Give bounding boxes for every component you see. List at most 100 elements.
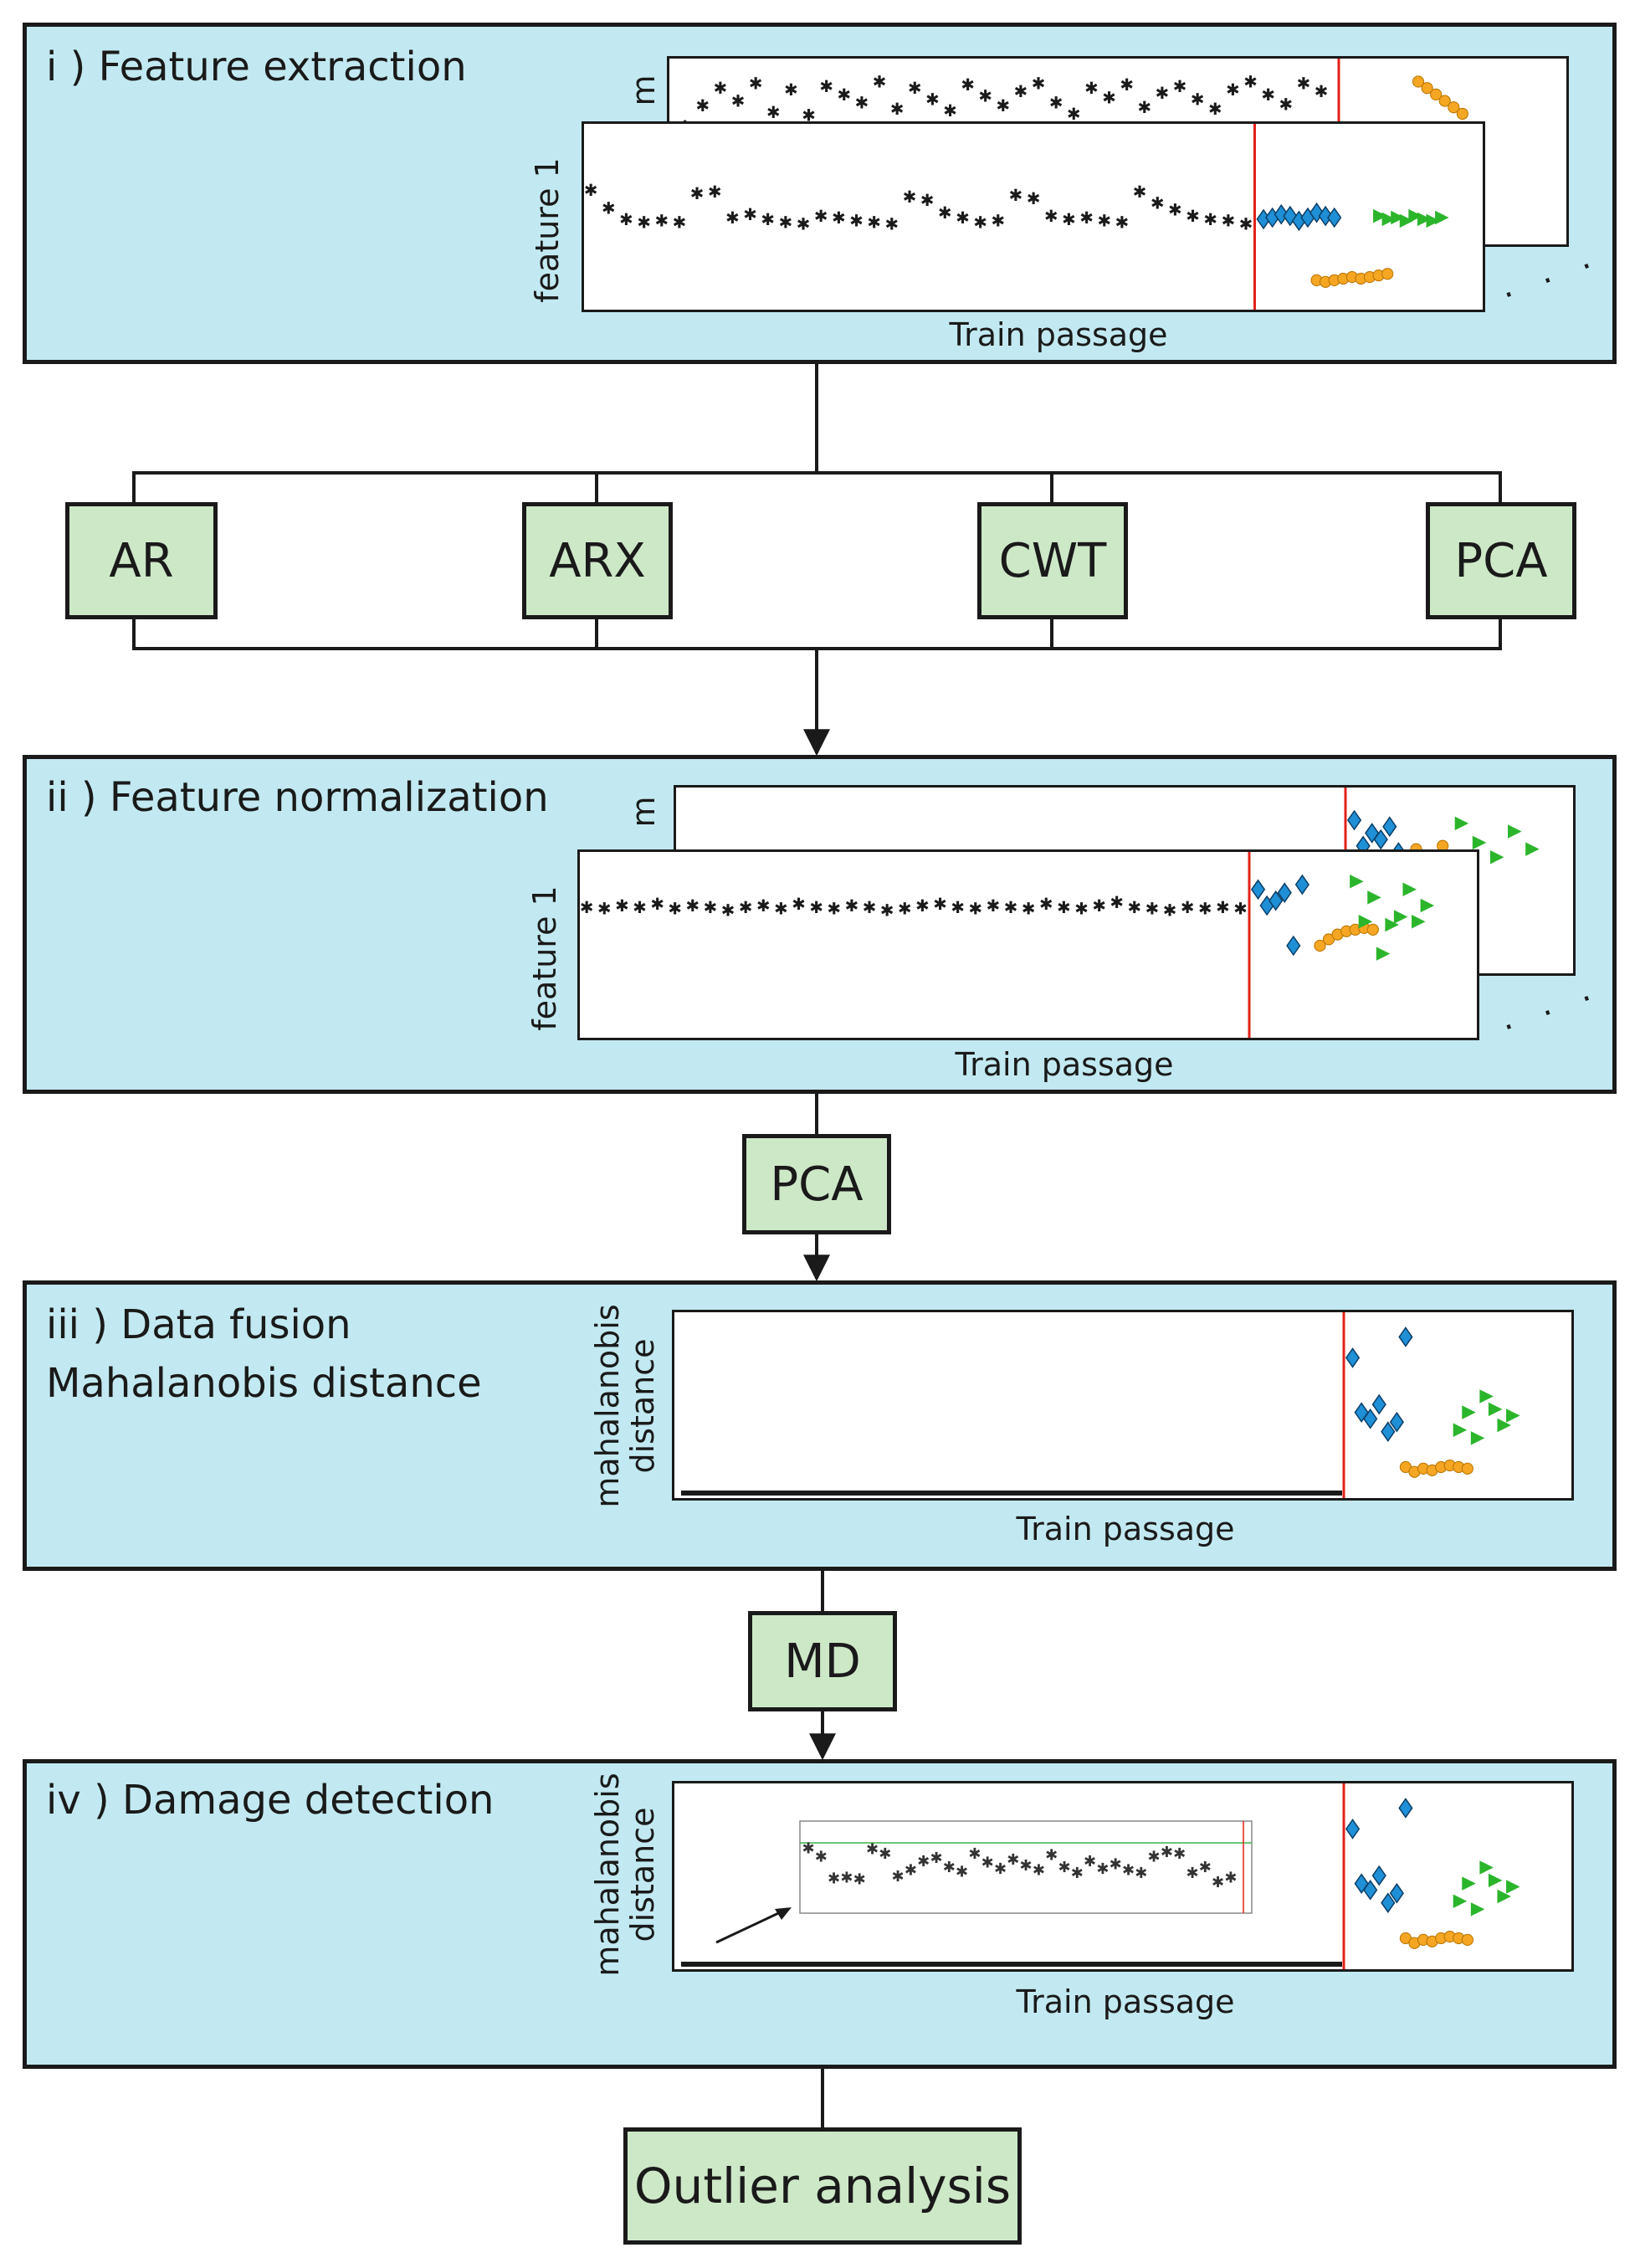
star-point: ✱	[602, 198, 616, 218]
triangle-point	[1417, 212, 1432, 227]
star-point: ✱	[673, 213, 687, 233]
star-point: ✱	[739, 898, 753, 917]
inset-star-point: ✱	[917, 1853, 930, 1870]
star-point: ✱	[961, 75, 975, 95]
star-point: ✱	[814, 207, 828, 226]
star-point: ✱	[1102, 89, 1116, 108]
axis-label-line: distance	[624, 1807, 661, 1942]
axis-label-train-passage: Train passage	[1016, 1511, 1235, 1547]
star-point: ✱	[1163, 901, 1177, 921]
chart-0: ✱✱✱✱✱✱✱✱✱✱✱✱✱✱✱✱✱✱✱✱✱✱✱✱✱✱✱✱✱✱✱✱✱✱✱✱✱✱	[584, 124, 1449, 310]
star-point: ✱	[986, 896, 1000, 916]
inset-star-point: ✱	[968, 1845, 981, 1863]
chart-2: ✱✱✱✱✱✱✱✱✱✱✱✱✱✱✱✱✱✱✱✱✱✱✱✱✱✱✱✱✱✱✱✱✱✱✱✱✱✱	[580, 852, 1435, 1038]
triangle-point	[1453, 1894, 1468, 1909]
triangle-point	[1489, 849, 1504, 865]
star-point: ✱	[1233, 900, 1248, 919]
star-point: ✱	[1221, 212, 1235, 231]
circle-point	[1456, 107, 1468, 121]
step-label: MD	[784, 1634, 861, 1689]
star-point: ✱	[1173, 77, 1187, 96]
star-point: ✱	[633, 898, 647, 917]
method-box-ar: AR	[65, 502, 218, 619]
panel-title: iv ) Damage detection	[46, 1777, 495, 1824]
panel-title: iii ) Data fusion	[46, 1301, 351, 1348]
axis-label-line: distance	[624, 1338, 661, 1474]
method-label: AR	[109, 533, 174, 588]
inset-star-point: ✱	[815, 1848, 828, 1865]
axis-label-train-passage: Train passage	[955, 1046, 1174, 1083]
triangle-point	[1462, 1876, 1476, 1891]
chart-4	[681, 1312, 1520, 1498]
star-point: ✱	[1168, 200, 1182, 219]
axis-label-m: m	[625, 74, 663, 106]
step-box-pca: PCA	[742, 1134, 891, 1234]
star-point: ✱	[1296, 74, 1310, 93]
star-point: ✱	[1216, 898, 1230, 917]
star-point: ✱	[1156, 84, 1170, 103]
triangle-point	[1488, 1402, 1503, 1417]
circle-point	[1366, 923, 1379, 936]
diamond-point	[1398, 1326, 1413, 1347]
star-point: ✱	[1115, 213, 1130, 233]
inset-star-point: ✱	[840, 1870, 853, 1887]
star-point: ✱	[584, 181, 597, 200]
diamond-point	[1381, 1892, 1396, 1914]
star-point: ✱	[1208, 100, 1222, 119]
triangle-point	[1373, 208, 1387, 223]
star-point: ✱	[1181, 898, 1195, 917]
star-point: ✱	[708, 182, 722, 202]
star-point: ✱	[731, 91, 746, 110]
star-point: ✱	[1009, 186, 1023, 205]
triangle-point	[1391, 210, 1405, 225]
triangle-point	[1381, 212, 1397, 227]
triangle-point	[1488, 1873, 1503, 1888]
star-point: ✱	[933, 895, 947, 914]
diamond-point	[1371, 1865, 1386, 1886]
star-point: ✱	[1243, 72, 1258, 91]
diamond-point	[1371, 1393, 1386, 1415]
triangle-point	[1479, 1860, 1494, 1875]
triangle-point	[1435, 210, 1449, 225]
inset-star-point: ✱	[1135, 1865, 1147, 1882]
star-point: ✱	[867, 213, 881, 233]
star-point: ✱	[1279, 95, 1293, 114]
star-point: ✱	[778, 213, 792, 233]
star-point: ✱	[1315, 82, 1329, 101]
diamond-point	[1382, 816, 1397, 838]
inset-star-point: ✱	[1186, 1865, 1198, 1882]
star-point: ✱	[938, 203, 952, 223]
diamond-point	[1283, 205, 1298, 227]
triangle-point	[1402, 882, 1417, 897]
circle-point	[1412, 75, 1425, 88]
star-point: ✱	[1261, 85, 1275, 105]
diamond-point	[1381, 1421, 1396, 1443]
star-point: ✱	[884, 215, 899, 234]
axis-label-feature-1: feature 1	[529, 157, 566, 303]
star-point: ✱	[849, 212, 864, 231]
inset-star-point: ✱	[1071, 1865, 1084, 1882]
plot-feature-1: ✱✱✱✱✱✱✱✱✱✱✱✱✱✱✱✱✱✱✱✱✱✱✱✱✱✱✱✱✱✱✱✱✱✱✱✱✱✱	[582, 121, 1485, 312]
star-point: ✱	[1067, 105, 1081, 124]
star-point: ✱	[721, 901, 735, 921]
star-point: ✱	[1062, 210, 1076, 229]
star-point: ✱	[903, 187, 917, 207]
step-label: PCA	[770, 1157, 864, 1212]
inset-star-point: ✱	[802, 1840, 814, 1858]
circle-point	[1430, 88, 1443, 100]
star-point: ✱	[1097, 212, 1111, 231]
star-point: ✱	[792, 895, 806, 914]
star-point: ✱	[1239, 215, 1253, 234]
star-point: ✱	[1198, 900, 1212, 919]
star-point: ✱	[690, 184, 705, 203]
star-point: ✱	[1032, 74, 1046, 93]
inset-star-point: ✱	[905, 1862, 917, 1880]
triangle-point	[1497, 1889, 1511, 1904]
star-point: ✱	[695, 96, 710, 115]
axis-label-mahalanobis: mahalanobis distance	[589, 1773, 661, 1976]
triangle-point	[1350, 874, 1364, 889]
step-label: Outlier analysis	[633, 2158, 1012, 2214]
step-box-outlier-analysis: Outlier analysis	[623, 2127, 1022, 2245]
